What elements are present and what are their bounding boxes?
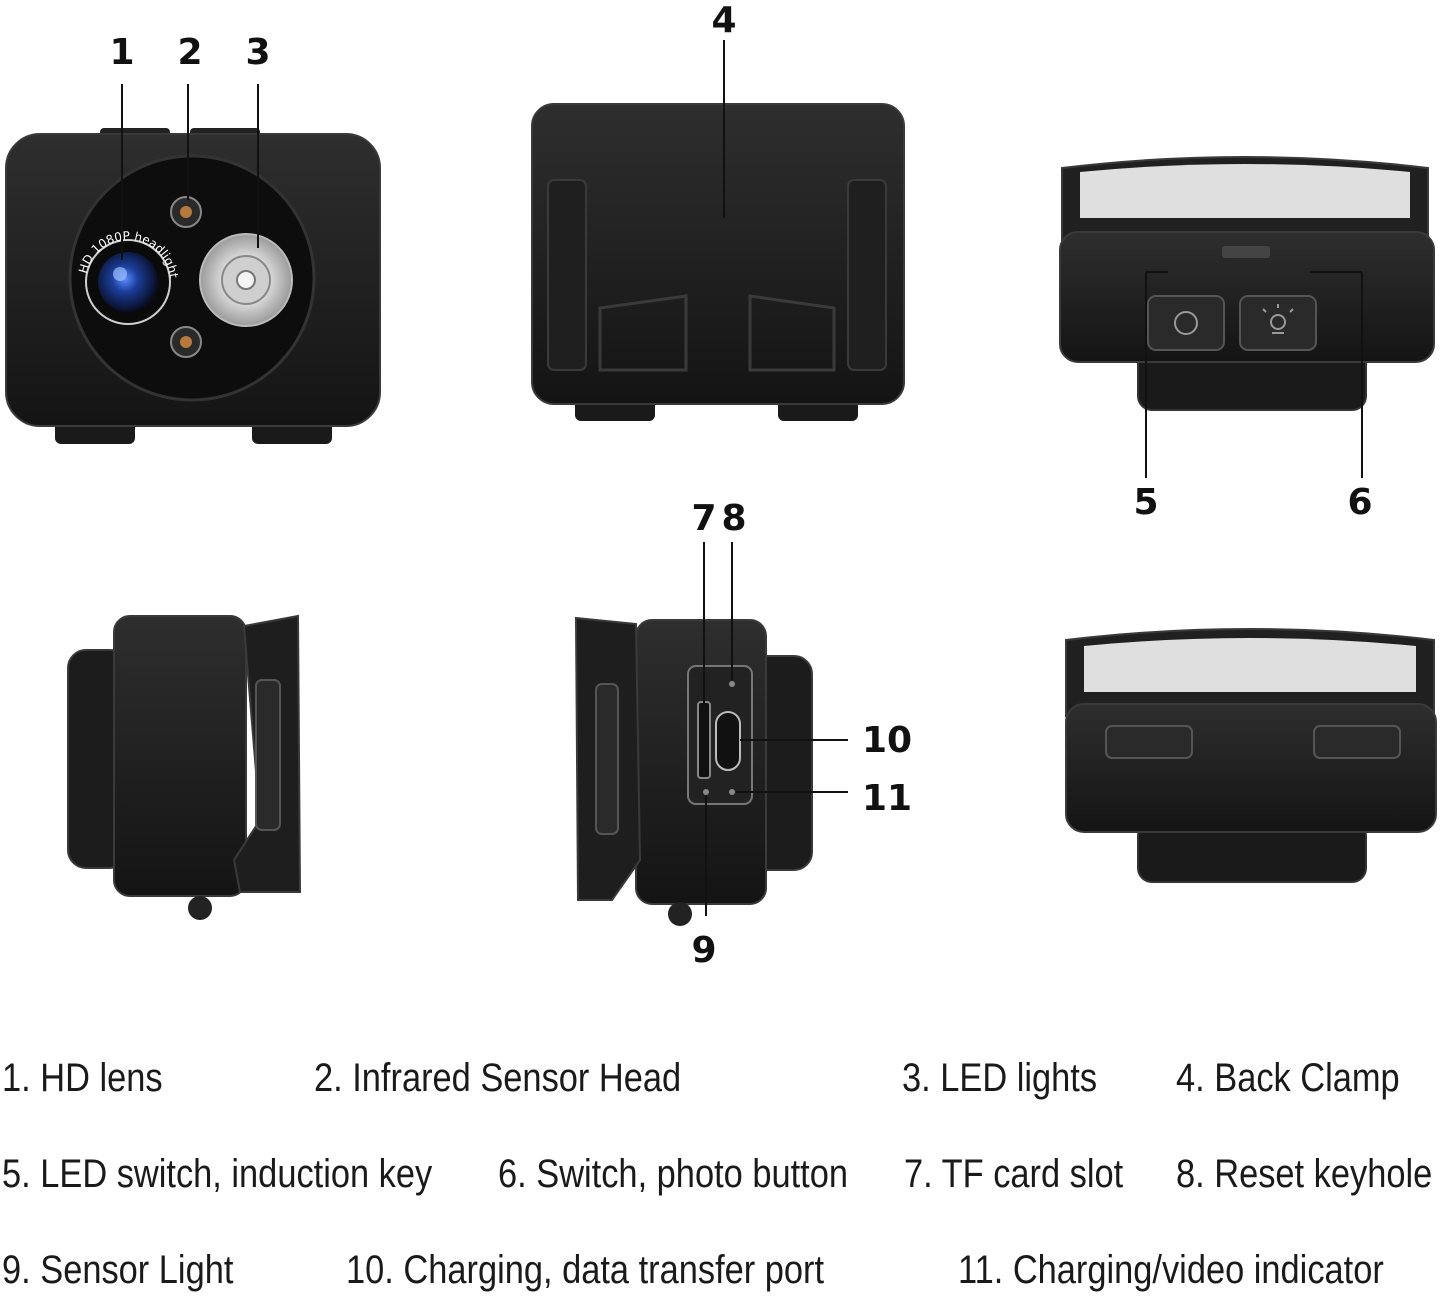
legend-item-6: 6. Switch, photo button — [498, 1152, 848, 1196]
callout-10: 10 — [862, 720, 912, 761]
left-side-view — [67, 614, 302, 920]
legend-item-5: 5. LED switch, induction key — [2, 1152, 433, 1196]
leader-lines — [121, 40, 1363, 916]
callout-5: 5 — [1133, 482, 1158, 523]
callout-1: 1 — [109, 32, 134, 73]
legend-item-9: 9. Sensor Light — [2, 1248, 234, 1292]
legend-item-10: 10. Charging, data transfer port — [346, 1248, 825, 1292]
legend-item-2: 2. Infrared Sensor Head — [314, 1056, 682, 1100]
bottom-view — [1065, 628, 1437, 883]
right-side-view — [574, 616, 813, 926]
callout-6: 6 — [1347, 482, 1372, 523]
product-diagram: HD 1080P headlight camera — [5, 0, 1437, 971]
legend-item-1: 1. HD lens — [2, 1056, 163, 1100]
back-view — [531, 103, 905, 421]
legend-item-7: 7. TF card slot — [904, 1152, 1124, 1196]
callout-9: 9 — [691, 930, 716, 971]
legend-item-3: 3. LED lights — [902, 1056, 1098, 1100]
callout-2: 2 — [177, 32, 202, 73]
callout-3: 3 — [245, 32, 270, 73]
callout-4: 4 — [711, 0, 736, 41]
legend-item-4: 4. Back Clamp — [1176, 1056, 1400, 1100]
callout-11: 11 — [862, 778, 912, 819]
callout-7: 7 — [691, 498, 716, 539]
legend-item-8: 8. Reset keyhole — [1176, 1152, 1433, 1196]
callout-8: 8 — [721, 498, 746, 539]
top-view-buttons — [1059, 156, 1435, 411]
legend-item-11: 11. Charging/video indicator — [958, 1248, 1384, 1292]
